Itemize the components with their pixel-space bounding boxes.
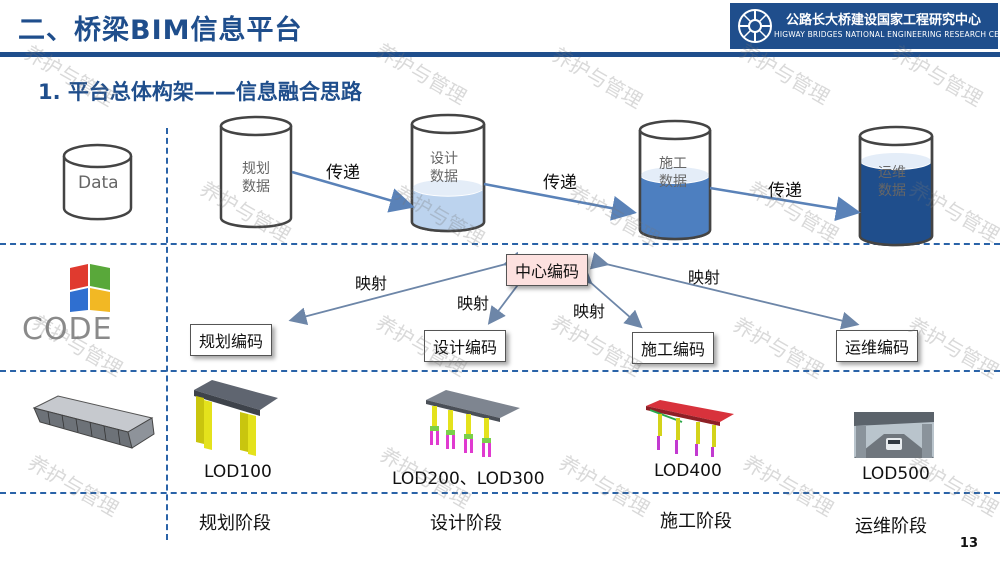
lod-label-500: LOD500 bbox=[862, 464, 930, 484]
lod200-300-bridge-image bbox=[426, 390, 520, 457]
map-arrow-operation bbox=[589, 251, 860, 330]
watermark: 养护与管理 bbox=[389, 180, 489, 252]
map-label-operation: 映射 bbox=[688, 268, 721, 287]
watermark: 养护与管理 bbox=[371, 38, 471, 110]
row-divider-data bbox=[0, 243, 1000, 245]
stage-label-operation: 运维阶段 bbox=[855, 516, 927, 537]
stage-label-plan: 规划阶段 bbox=[199, 513, 271, 534]
watermark: 养护与管理 bbox=[547, 42, 647, 114]
center-code-box: 中心编码 bbox=[506, 254, 589, 286]
code-box-operation: 运维编码 bbox=[836, 330, 919, 362]
watermark: 养护与管理 bbox=[903, 450, 1000, 522]
lod400-bridge-image bbox=[646, 400, 734, 457]
code-box-design: 设计编码 bbox=[424, 330, 507, 362]
data-database-icon bbox=[62, 143, 133, 221]
code-label: CODE bbox=[22, 312, 113, 347]
transfer-label-3: 传递 bbox=[768, 181, 802, 201]
cylinder-label-plan: 规划数据 bbox=[242, 161, 270, 195]
transfer-label-1: 传递 bbox=[326, 163, 360, 183]
data-label: Data bbox=[78, 173, 119, 193]
lod-label-100: LOD100 bbox=[204, 462, 272, 482]
lod-label-400: LOD400 bbox=[654, 461, 722, 481]
map-label-construction: 映射 bbox=[573, 302, 606, 321]
cylinder-label-design: 设计数据 bbox=[430, 151, 458, 185]
map-label-design: 映射 bbox=[457, 294, 490, 313]
watermark: 养护与管理 bbox=[728, 312, 828, 384]
map-label-plan: 映射 bbox=[355, 274, 388, 293]
logo-subtitle: HIGWAY BRIDGES NATIONAL ENGINEERING RESE… bbox=[774, 30, 1000, 39]
watermark: 养护与管理 bbox=[23, 450, 123, 522]
stage-label-construction: 施工阶段 bbox=[660, 511, 732, 532]
column-divider bbox=[166, 128, 168, 540]
section-subtitle: 1. 平台总体构架——信息融合思路 bbox=[38, 80, 362, 104]
code-box-plan: 规划编码 bbox=[190, 324, 273, 356]
lod-label-200-300: LOD200、LOD300 bbox=[392, 469, 545, 489]
page-number: 13 bbox=[959, 536, 978, 551]
logo-mark-icon bbox=[738, 9, 772, 43]
code-box-construction: 施工编码 bbox=[632, 332, 715, 364]
logo-title: 公路长大桥建设国家工程研究中心 bbox=[786, 13, 982, 28]
watermark: 养护与管理 bbox=[738, 450, 838, 522]
data-level-fill bbox=[412, 187, 484, 231]
map-arrow-design bbox=[487, 265, 536, 325]
lod500-bridge-photo bbox=[854, 412, 934, 458]
watermark: 养护与管理 bbox=[554, 450, 654, 522]
lod100-bridge-image bbox=[194, 380, 278, 456]
row-divider-lod bbox=[0, 492, 1000, 494]
bridge-segment-model-image bbox=[32, 395, 155, 449]
title-rule bbox=[0, 52, 1000, 57]
cylinder-label-operation: 运维数据 bbox=[878, 165, 906, 199]
code-blocks-icon bbox=[70, 264, 110, 312]
page-title: 二、桥梁BIM信息平台 bbox=[18, 15, 303, 46]
cylinder-label-construction: 施工数据 bbox=[659, 156, 687, 190]
stage-label-design: 设计阶段 bbox=[430, 513, 502, 534]
institution-logo: 公路长大桥建设国家工程研究中心 HIGWAY BRIDGES NATIONAL … bbox=[730, 3, 1000, 49]
row-divider-code bbox=[0, 370, 1000, 372]
transfer-label-2: 传递 bbox=[543, 173, 577, 193]
